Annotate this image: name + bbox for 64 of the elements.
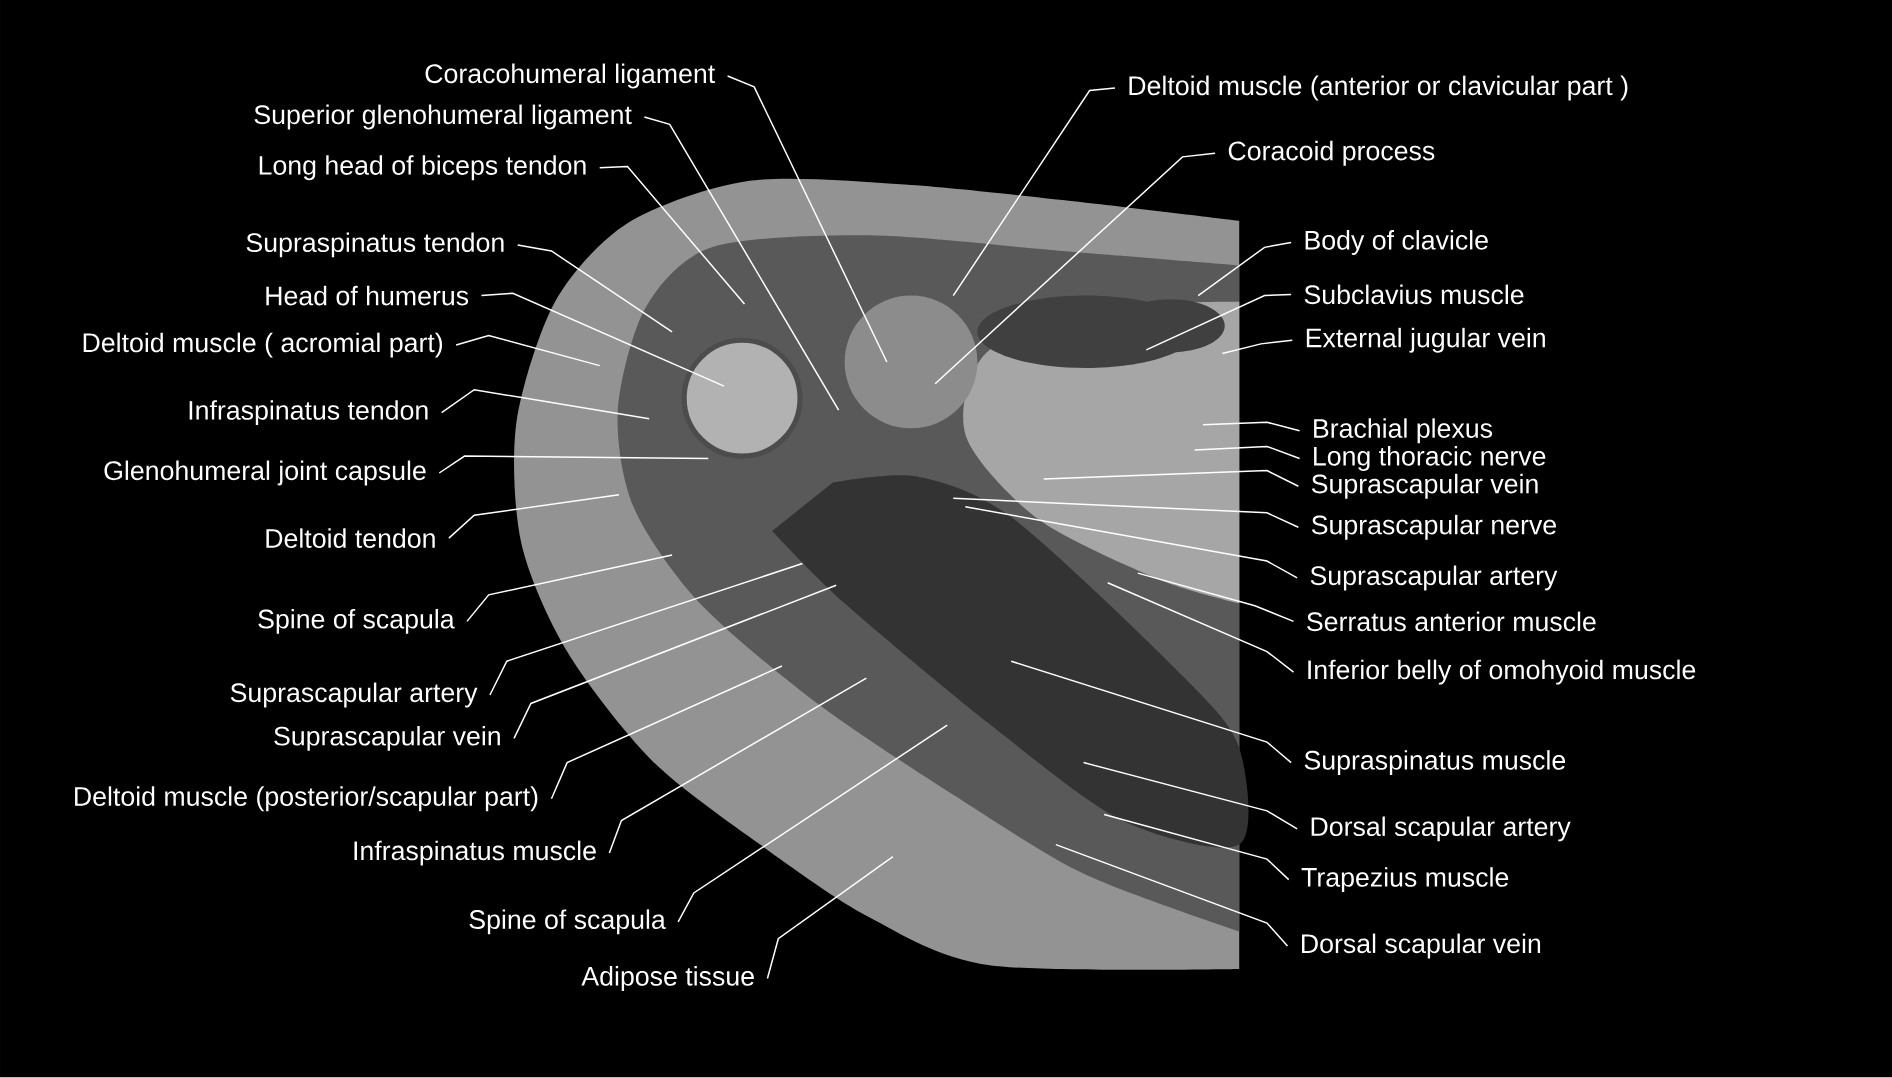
leader-line — [934, 152, 1216, 385]
leader-line — [1202, 421, 1301, 432]
leader-line — [1193, 445, 1301, 460]
anatomy-label: Infraspinatus tendon — [189, 400, 428, 426]
anatomy-label: Brachial plexus — [1314, 418, 1492, 444]
anatomy-label: Long thoracic nerve — [1314, 446, 1546, 472]
anatomy-label: Trapezius muscle — [1301, 867, 1509, 893]
leader-line — [1221, 339, 1294, 355]
anatomy-label: Adipose tissue — [581, 966, 754, 992]
anatomy-label: Spine of scapula — [258, 609, 455, 635]
anatomy-label: Coracoid process — [1228, 141, 1435, 166]
leader-line — [1197, 242, 1292, 297]
leader-line — [1010, 660, 1292, 764]
leader-line — [1082, 762, 1298, 830]
anatomy-label: Suprascapular vein — [274, 726, 500, 752]
leader-line — [550, 665, 783, 800]
anatomy-label: Deltoid tendon — [266, 528, 435, 549]
leader-line — [726, 75, 888, 363]
leader-line — [608, 677, 868, 855]
anatomy-label: Coracohumeral ligament — [425, 63, 716, 89]
anatomy-label: Supraspinatus tendon — [246, 232, 504, 258]
leader-line — [480, 292, 725, 388]
leader-line — [952, 497, 1300, 529]
anatomy-label: Suprascapular artery — [1310, 565, 1558, 591]
anatomy-label: Supraspinatus muscle — [1304, 750, 1566, 776]
leader-line — [455, 334, 601, 367]
leader-line — [964, 506, 1298, 579]
anatomy-label: Head of humerus — [266, 286, 469, 306]
leader-line — [516, 244, 673, 333]
leader-line — [598, 166, 746, 306]
anatomy-label: Long head of biceps tendon — [259, 155, 586, 181]
leader-line — [643, 116, 840, 412]
anatomy-label: External jugular vein — [1306, 328, 1545, 353]
leader-line — [952, 87, 1116, 297]
anatomy-label: Spine of scapula — [469, 909, 666, 935]
leader-line — [1137, 572, 1295, 623]
anatomy-label: Deltoid muscle ( acromial part) — [83, 332, 443, 358]
leader-line — [440, 389, 650, 420]
leader-line — [677, 724, 948, 923]
leader-line — [513, 584, 837, 740]
anatomy-label: Suprascapular artery — [230, 682, 478, 708]
anatomy-label: Suprascapular nerve — [1311, 515, 1556, 540]
leader-line — [438, 455, 710, 474]
anatomy-label: Inferior belly of omohyoid muscle — [1308, 659, 1696, 685]
anatomy-label: Superior glenohumeral ligament — [254, 104, 632, 130]
anatomy-label: Serratus anterior muscle — [1307, 611, 1596, 632]
leader-line — [448, 494, 620, 540]
leader-line — [1106, 582, 1295, 674]
leader-line — [1103, 813, 1290, 881]
anatomy-label: Glenohumeral joint capsule — [104, 460, 426, 486]
anatomy-label: Dorsal scapular artery — [1311, 816, 1571, 842]
leader-line — [1055, 844, 1289, 947]
leader-line — [489, 563, 804, 696]
leader-line — [466, 554, 673, 623]
anatomy-label: Deltoid muscle (anterior or clavicular part ) — [1129, 75, 1628, 101]
leader-line — [1043, 470, 1300, 488]
leader-line — [1145, 293, 1292, 351]
leader-line — [766, 856, 894, 980]
anatomy-label: Subclavius muscle — [1304, 284, 1524, 305]
anatomy-label: Infraspinatus muscle — [354, 840, 596, 866]
anatomy-label: Suprascapular vein — [1311, 474, 1538, 499]
anatomy-label: Dorsal scapular vein — [1302, 933, 1541, 959]
anatomy-label: Body of clavicle — [1305, 230, 1488, 256]
anatomy-label: Deltoid muscle (posterior/scapular part) — [75, 786, 538, 812]
